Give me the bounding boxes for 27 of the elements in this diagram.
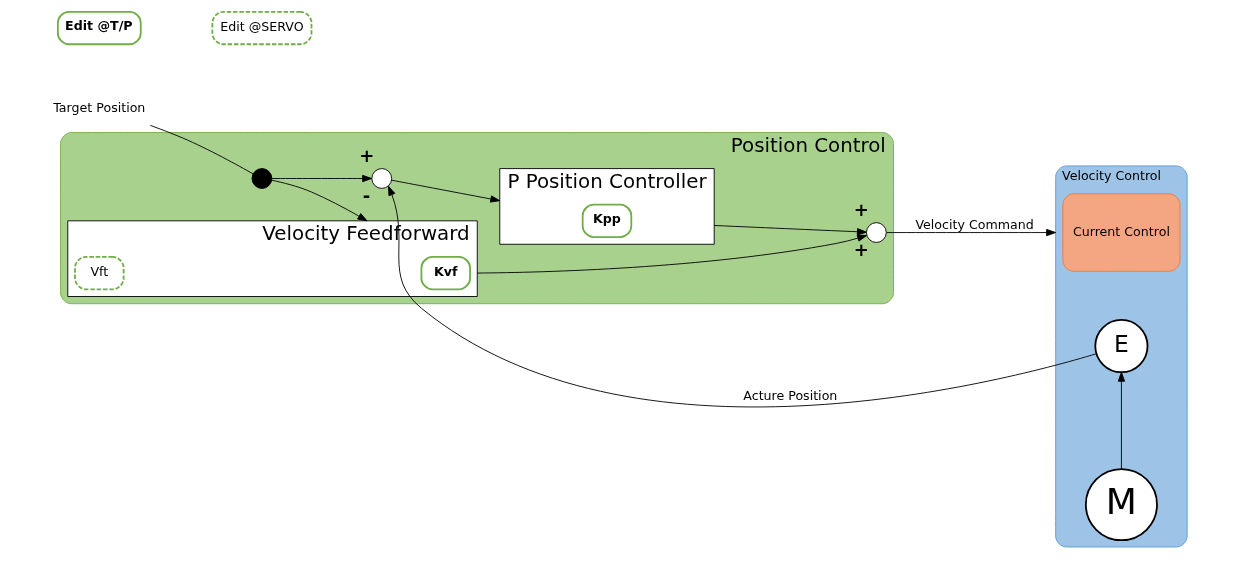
node-box: Current Control — [1062, 193, 1181, 272]
node-box: Kvf — [420, 255, 471, 291]
node-box: Vft — [74, 255, 125, 291]
arrow — [271, 174, 373, 183]
connector — [149, 124, 254, 175]
node-label: - — [362, 184, 371, 206]
arrow — [1117, 371, 1125, 470]
arrow — [391, 179, 501, 203]
legend-label: Edit @T/P — [65, 18, 133, 34]
arrow — [476, 234, 868, 274]
arrow — [388, 185, 1097, 408]
node-circle — [371, 168, 393, 189]
node-box: Kpp — [581, 203, 633, 238]
node-circle — [866, 222, 887, 243]
node-text: Target Position — [53, 100, 146, 116]
arrow — [886, 228, 1057, 237]
node-label: + — [853, 199, 869, 221]
node-label: + — [853, 238, 869, 260]
legend-label: Edit @SERVO — [220, 19, 304, 35]
arrow — [713, 225, 867, 236]
node-circle: M — [1084, 468, 1158, 542]
node-label: + — [359, 145, 375, 167]
edge-label: Acture Position — [743, 388, 838, 404]
arrow — [271, 179, 368, 222]
edge-label: Velocity Command — [915, 217, 1034, 233]
node-circle — [251, 168, 273, 189]
node-circle: E — [1094, 319, 1149, 374]
